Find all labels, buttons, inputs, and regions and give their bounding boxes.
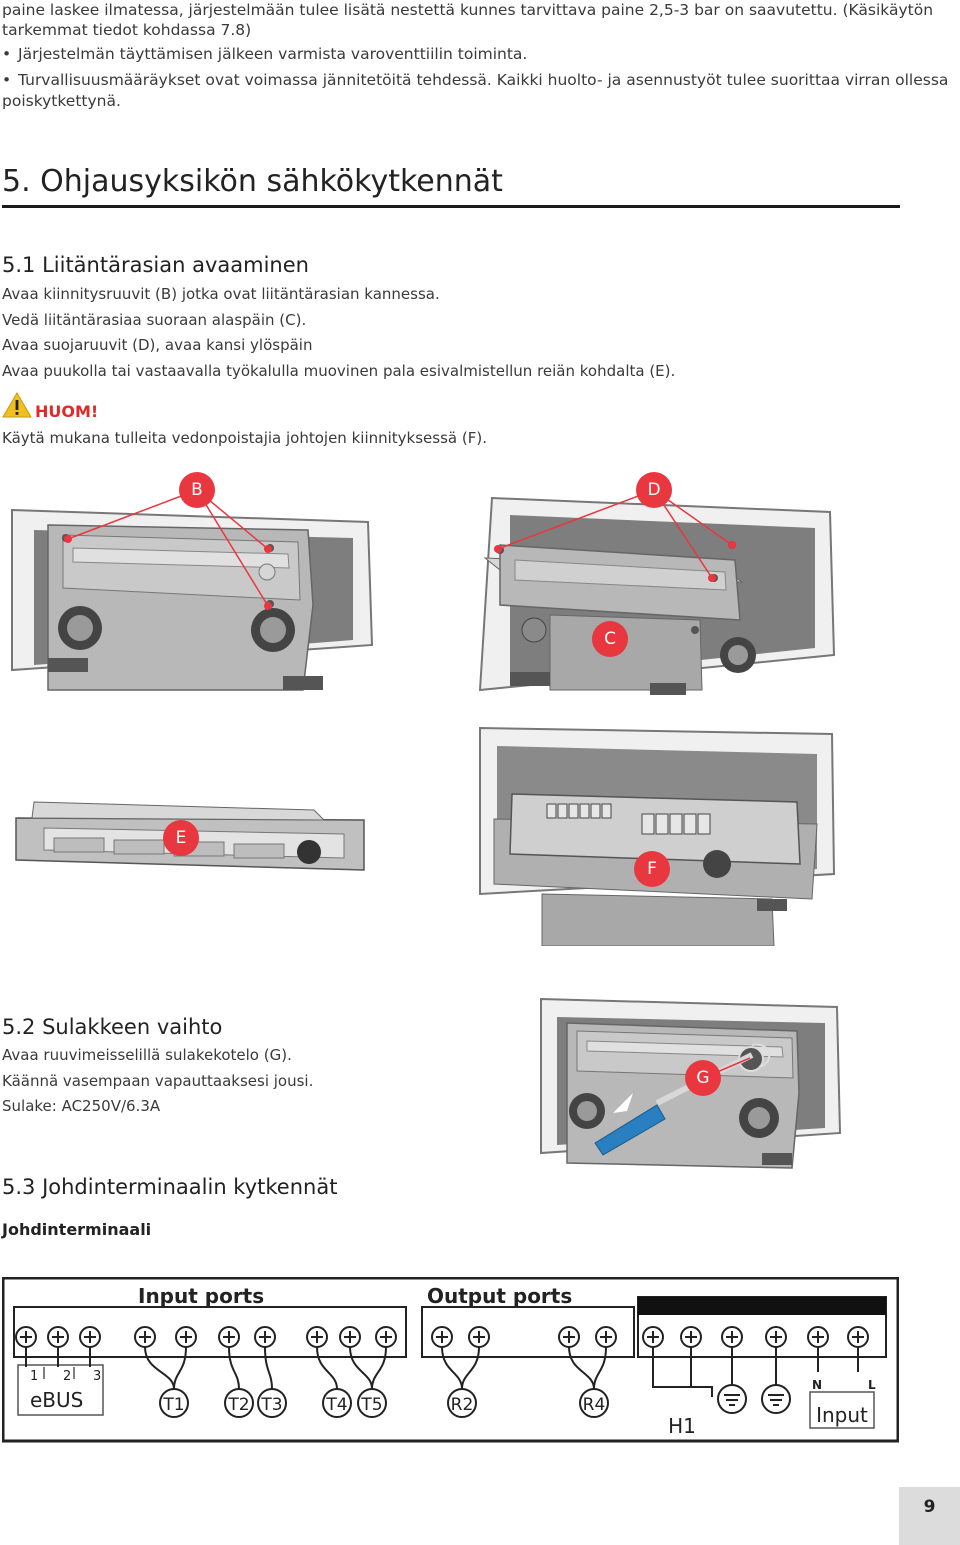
t5-label: T5: [360, 1395, 382, 1415]
fuse-spec: Sulake: AC250V/6.3A: [2, 1097, 161, 1115]
r4-label: R4: [583, 1395, 606, 1415]
output-ports-label: Output ports: [427, 1284, 572, 1308]
section-5-2-title: 5.2 Sulakkeen vaihto: [2, 1015, 223, 1039]
t1-label: T1: [162, 1395, 184, 1415]
section-5-rule: [2, 205, 900, 208]
marker-b: B: [179, 472, 215, 508]
step-1: Avaa kiinnitysruuvit (B) jotka ovat liit…: [2, 285, 440, 303]
marker-f: F: [634, 851, 670, 887]
intro-bullet-2-cont: poiskytkettynä.: [2, 92, 121, 110]
ebus-pin-2: 2: [63, 1369, 71, 1384]
section-5-title: 5. Ohjausyksikön sähkökytkennät: [2, 164, 503, 199]
intro-line-2: tarkemmat tiedot kohdassa 7.8): [2, 21, 252, 39]
marker-c: C: [592, 621, 628, 657]
t3-label: T3: [260, 1395, 282, 1415]
step-2: Vedä liitäntärasiaa suoraan alaspäin (C)…: [2, 311, 307, 329]
warning-icon: [2, 392, 32, 418]
marker-g: G: [685, 1060, 721, 1096]
step-3: Avaa suojaruuvit (D), avaa kansi ylöspäi…: [2, 336, 313, 354]
marker-d: D: [636, 472, 672, 508]
ebus-pin-3: 3: [93, 1369, 101, 1384]
intro-bullet-1: Järjestelmän täyttämisen jälkeen varmist…: [2, 44, 527, 64]
n-label: N: [812, 1378, 822, 1392]
marker-e: E: [163, 820, 199, 856]
r2-label: R2: [451, 1395, 474, 1415]
t2-label: T2: [227, 1395, 249, 1415]
warning-text: Käytä mukana tulleita vedonpoistajia joh…: [2, 429, 487, 447]
step-4: Avaa puukolla tai vastaavalla työkalulla…: [2, 362, 676, 380]
figure-cover-lifted: [478, 496, 836, 695]
section-5-3-title: 5.3 Johdinterminaalin kytkennät: [2, 1175, 338, 1199]
figure-terminals: [479, 726, 836, 946]
t4-label: T4: [325, 1395, 347, 1415]
input-ports-label: Input ports: [138, 1284, 264, 1308]
page-number: 9: [899, 1487, 960, 1545]
warning-label: HUOM!: [35, 402, 99, 421]
terminal-subtitle: Johdinterminaali: [2, 1220, 152, 1239]
ebus-pin-1: 1: [30, 1369, 38, 1384]
ebus-label: eBUS: [30, 1388, 83, 1412]
h1-label: H1: [668, 1414, 696, 1438]
power-input-label: Input: [816, 1403, 868, 1427]
fuse-step-1: Avaa ruuvimeisselillä sulakekotelo (G).: [2, 1046, 292, 1064]
intro-bullet-2: Turvallisuusmääräykset ovat voimassa jän…: [2, 70, 948, 90]
l-label: L: [868, 1378, 876, 1392]
section-5-1-title: 5.1 Liitäntärasian avaaminen: [2, 253, 309, 277]
terminal-diagram: Input ports Output ports 1 2 3 eBUS T1 T…: [2, 1277, 899, 1443]
intro-line-1: paine laskee ilmatessa, järjestelmään tu…: [2, 1, 934, 19]
fuse-step-2: Käännä vasempaan vapauttaaksesi jousi.: [2, 1072, 314, 1090]
